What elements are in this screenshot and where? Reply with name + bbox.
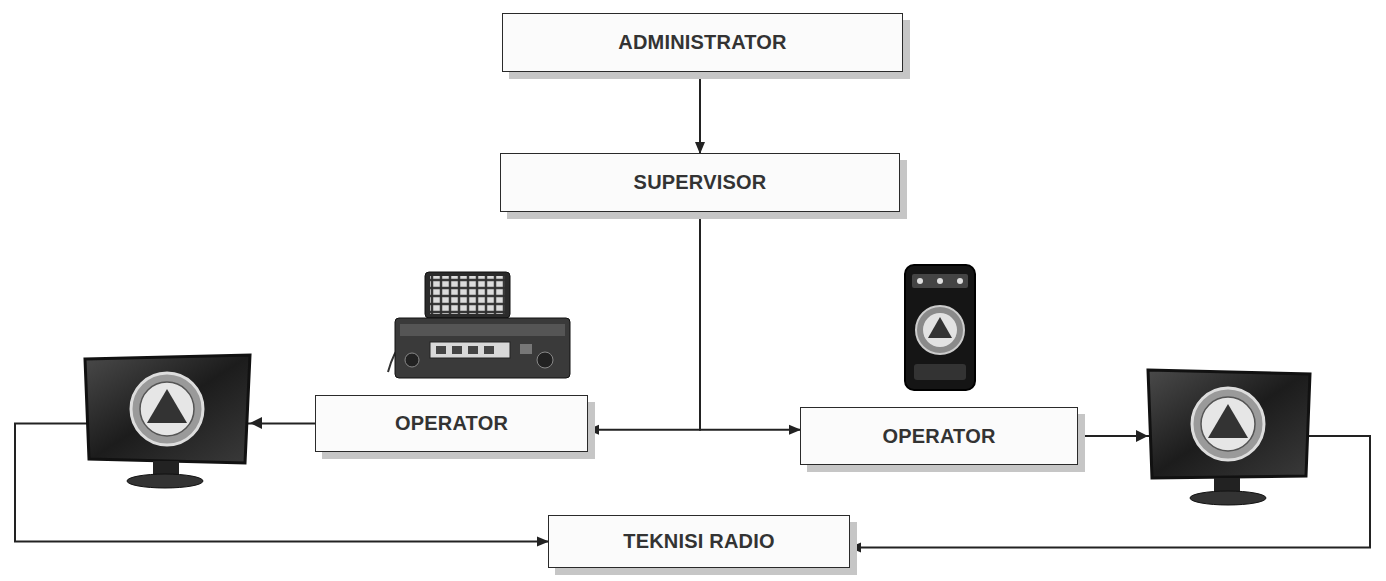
connector-arrow [588, 212, 700, 430]
arrowhead [250, 417, 262, 429]
box-label: OPERATOR [882, 425, 995, 448]
monitor-illustration [1148, 370, 1310, 505]
arrowhead [1136, 430, 1148, 442]
process-box: OPERATOR [315, 395, 588, 452]
monitor-illustration [85, 355, 250, 488]
process-box: ADMINISTRATOR [502, 13, 903, 72]
process-box: SUPERVISOR [500, 153, 900, 212]
process-box: TEKNISI RADIO [548, 515, 850, 568]
phone-illustration [905, 265, 975, 390]
box-label: SUPERVISOR [634, 171, 767, 194]
box-label: TEKNISI RADIO [623, 530, 775, 553]
connector-arrow [699, 72, 701, 153]
radio-illustration [388, 272, 570, 378]
box-label: ADMINISTRATOR [618, 31, 787, 54]
box-label: OPERATOR [395, 412, 508, 435]
connector-arrow [700, 212, 800, 430]
process-box: OPERATOR [800, 407, 1078, 465]
